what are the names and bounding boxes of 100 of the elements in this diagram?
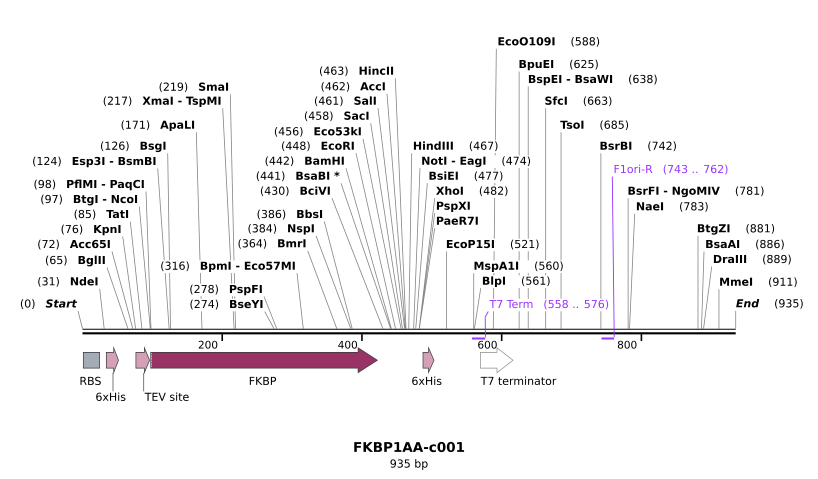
feature-label: FKBP <box>250 376 276 385</box>
leader-line <box>264 311 274 329</box>
feature-block <box>106 346 119 374</box>
leader-line <box>701 251 704 329</box>
site-label: SfcI (663) <box>544 95 614 108</box>
site-label: (217) XmaI - TspMI <box>102 95 222 108</box>
leader-line <box>264 296 278 329</box>
site-label: (97) BtgI - NcoI <box>39 194 140 206</box>
leader-line <box>346 168 392 329</box>
leader-line <box>340 182 391 329</box>
leader-line <box>112 372 114 392</box>
leader-line <box>112 251 134 329</box>
leader-line <box>332 198 384 329</box>
leader-line <box>362 138 402 329</box>
site-label: (316) BpmI - Eco57MI <box>159 260 297 273</box>
site-label: (31) NdeI <box>36 276 100 289</box>
leader-line <box>386 93 406 329</box>
tick-label: 800 <box>618 340 636 349</box>
leader-line <box>408 152 412 329</box>
site-label: (171) ApaLI <box>120 119 196 132</box>
site-label: (274) BseYI <box>188 298 264 312</box>
leader-line <box>446 251 447 329</box>
site-label: (364) BmrI <box>236 238 308 251</box>
leader-line <box>307 250 338 329</box>
leader-line <box>167 152 171 329</box>
leader-line <box>703 266 712 329</box>
leader-line <box>600 152 602 329</box>
leader-line <box>474 288 482 329</box>
site-label: (85) TatI <box>72 208 130 222</box>
leader-line <box>106 267 128 329</box>
site-label: (76) KpnI <box>60 224 122 236</box>
site-label: MmeI (911) <box>718 276 799 289</box>
site-label: (65) BglII <box>44 254 107 268</box>
leader-line <box>378 108 405 329</box>
site-label: BlpI (561) <box>480 275 552 288</box>
feature-label: T7 terminator <box>480 376 556 386</box>
site-label: NotI - EagI (474) <box>420 155 532 168</box>
site-label: BsrFI - NgoMIV (781) <box>626 185 766 198</box>
site-label: (448) EcoRI <box>280 140 356 153</box>
tick-label: 200 <box>198 340 218 349</box>
site-label: HindIII (467) <box>412 140 500 153</box>
leader-line <box>473 272 474 329</box>
leader-line <box>324 221 353 329</box>
site-label: (0) Start <box>18 298 78 311</box>
site-label: PaeR7I <box>434 215 480 228</box>
site-label: DraIII (889) <box>712 254 793 266</box>
leader-line <box>718 288 720 329</box>
site-label: (72) Acc65I <box>36 238 112 252</box>
feature-label: TEV site <box>144 392 189 401</box>
site-label: (126) BsgI <box>99 140 168 153</box>
site-label: EcoO109I (588) <box>496 36 602 49</box>
leader-line <box>629 213 636 329</box>
site-label: XhoI (482) <box>434 185 510 198</box>
leader-line <box>157 168 170 329</box>
feature-block <box>136 346 150 374</box>
caption: 935 bp <box>390 459 428 470</box>
site-label: BspEI - BsaWI (638) <box>526 74 659 86</box>
leader-line <box>394 78 406 329</box>
feature-label: 6xHis <box>96 392 126 401</box>
site-label: (384) NspI <box>246 223 316 236</box>
leader-line <box>735 310 736 329</box>
site-label: End (935) <box>734 298 805 311</box>
site-label: (278) PspFI <box>188 284 264 296</box>
leader-line <box>413 168 420 329</box>
site-label: (458) SacI <box>302 110 370 123</box>
site-label: PspXI <box>434 200 472 213</box>
site-label: BsiEI (477) <box>428 170 504 183</box>
site-label: (386) BbsI <box>256 208 324 222</box>
leader-line <box>484 311 489 338</box>
leader-line <box>296 272 304 329</box>
feature-label: RBS <box>80 376 101 386</box>
site-label: (462) AccI <box>320 81 387 94</box>
site-label: (124) Esp3I - BsmBI <box>31 156 158 168</box>
leader-line <box>138 206 151 329</box>
leader-line <box>143 372 144 392</box>
site-label: BsrBI (742) <box>598 140 678 153</box>
leader-line <box>356 152 396 329</box>
site-label: (442) BamHI <box>264 155 346 168</box>
site-label: (441) BsaBI * <box>254 170 341 183</box>
primer-label: T7 Term (558 .. 576) <box>488 298 610 312</box>
tick-label: 600 <box>478 340 497 349</box>
site-label: (456) Eco53kI <box>272 126 363 139</box>
site-label: (430) BciVI <box>258 185 332 198</box>
site-label: EcoP15I (521) <box>444 238 541 252</box>
leader-line <box>130 221 142 329</box>
site-label: (98) PflMI - PaqCI <box>32 178 146 192</box>
sequence-line <box>82 328 736 334</box>
leader-line <box>415 182 428 329</box>
leader-line <box>628 198 629 329</box>
primer-label: F1ori-R (743 .. 762) <box>612 164 730 176</box>
site-label: BpuEI (625) <box>518 58 600 72</box>
site-label: (219) SmaI <box>158 81 230 94</box>
leader-line <box>612 176 615 338</box>
leader-line <box>370 122 403 329</box>
site-label: NaeI (783) <box>634 201 710 214</box>
leader-line <box>122 236 136 329</box>
tick-label: 400 <box>338 340 358 349</box>
site-label: TsoI (685) <box>559 119 630 132</box>
title: FKBP1AA-c001 <box>354 442 464 452</box>
site-label: BsaAI (886) <box>704 238 786 252</box>
